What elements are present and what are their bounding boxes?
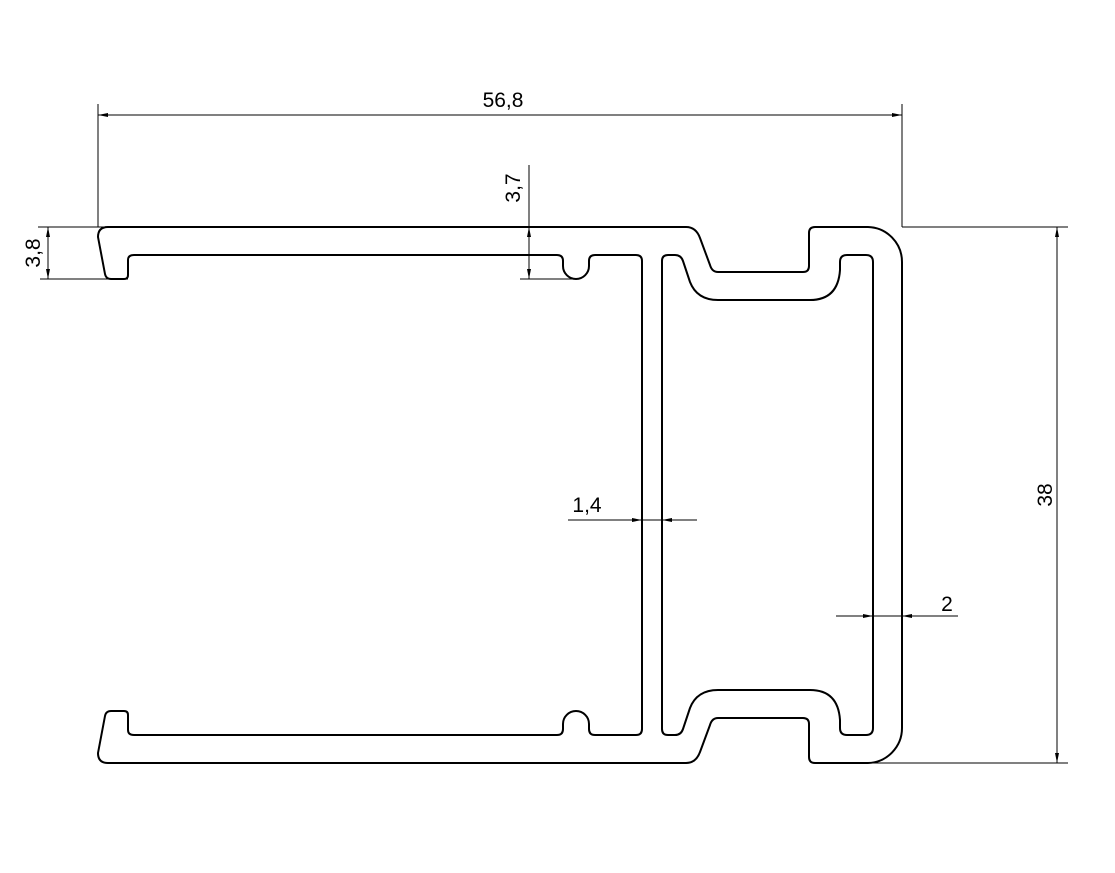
dimension-web-thickness: 1,4 bbox=[568, 494, 697, 522]
dimension-side-wall: 2 bbox=[836, 593, 958, 618]
outer-contour-half bbox=[97, 226, 903, 495]
profile-outline bbox=[97, 226, 903, 764]
dim-label-web: 1,4 bbox=[572, 494, 602, 517]
dimension-overall-height: 38 bbox=[868, 226, 1068, 764]
dim-label-height: 38 bbox=[1034, 483, 1057, 506]
inner-cell-contour-half bbox=[661, 254, 874, 495]
dim-label-width: 56,8 bbox=[483, 89, 524, 112]
dim-label-lip: 3,8 bbox=[22, 238, 45, 267]
dimension-overall-width: 56,8 bbox=[97, 89, 903, 227]
dim-label-top-wall: 3,7 bbox=[502, 173, 525, 202]
dimension-top-wall: 3,7 bbox=[502, 165, 578, 280]
dimension-lip-height: 3,8 bbox=[22, 226, 128, 280]
dim-label-side-wall: 2 bbox=[941, 593, 953, 616]
